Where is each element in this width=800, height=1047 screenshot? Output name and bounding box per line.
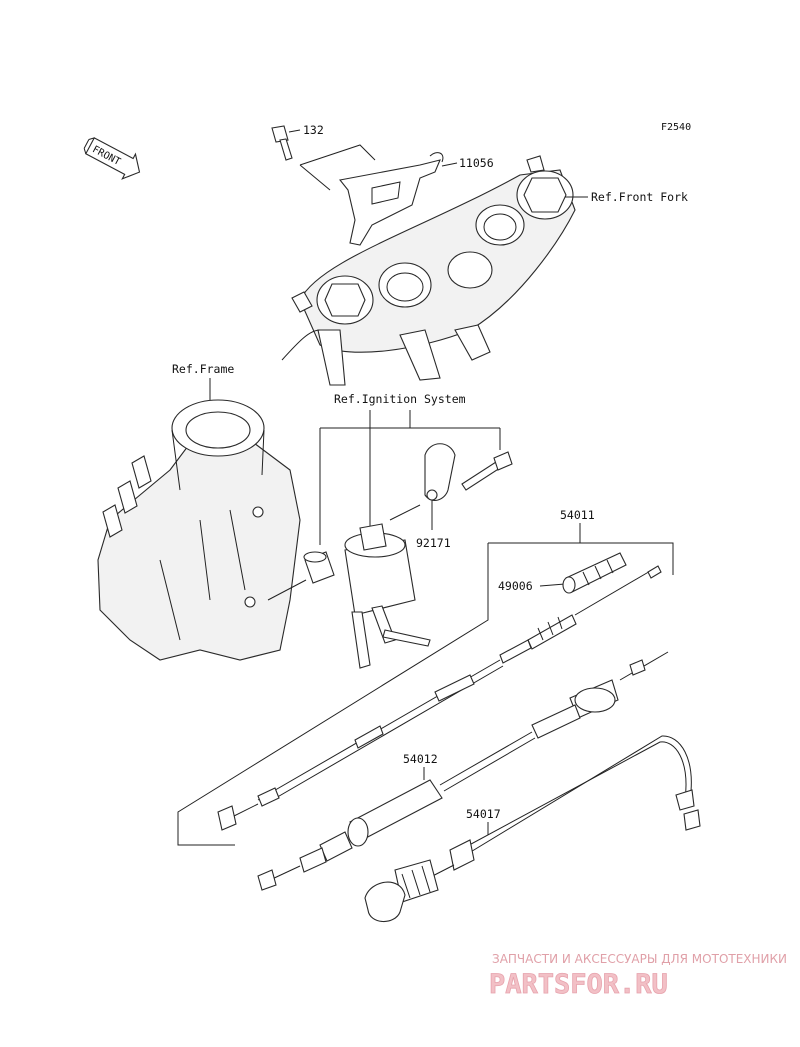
watermark-logo: PARTSFOR.RU: [489, 969, 668, 1000]
watermark-tagline: ЗАПЧАСТИ И АКСЕССУАРЫ ДЛЯ МОТОТЕХНИКИ: [492, 952, 787, 966]
cable-54012: [257, 651, 669, 891]
label-54017: 54017: [466, 807, 501, 821]
diagram-code: F2540: [661, 122, 691, 133]
cable-54011: [217, 565, 662, 831]
label-49006: 49006: [498, 579, 533, 593]
front-arrow-icon: FRONT: [83, 137, 141, 180]
label-54011: 54011: [560, 508, 595, 522]
frame-steering-head: [97, 399, 301, 661]
ignition-switch: [344, 523, 431, 669]
bracket-11056: [338, 152, 444, 246]
label-132: 132: [303, 123, 324, 137]
clamp-92171: [424, 443, 456, 501]
label-54012: 54012: [403, 752, 438, 766]
cable-54017: [364, 735, 701, 923]
label-ref-ignition-system: Ref.Ignition System: [334, 392, 466, 406]
bolt-132: [271, 125, 293, 161]
spacer-collar: [303, 551, 335, 584]
clamp-bolt: [461, 451, 513, 491]
label-92171: 92171: [416, 536, 451, 550]
label-ref-front-fork: Ref.Front Fork: [591, 190, 688, 204]
label-ref-frame: Ref.Frame: [172, 362, 234, 376]
upper-fork-bracket: [281, 155, 576, 386]
label-11056: 11056: [459, 156, 494, 170]
cable-boot-49006: [562, 552, 627, 594]
